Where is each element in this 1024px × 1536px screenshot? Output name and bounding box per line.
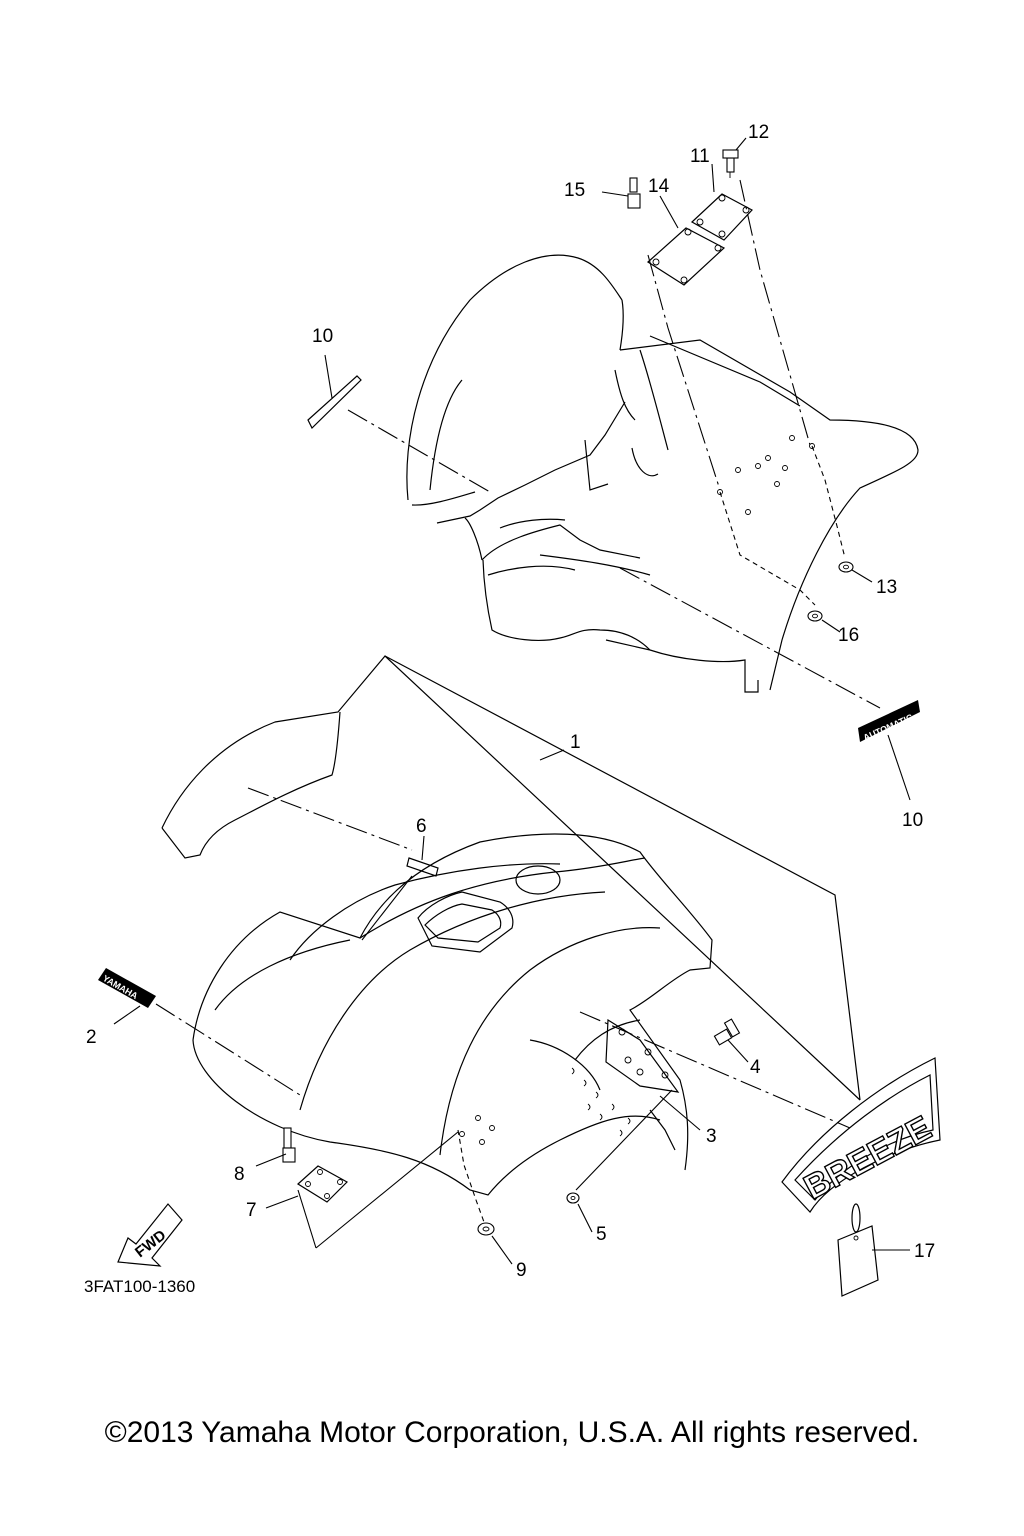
guide-lines-lower bbox=[155, 787, 851, 1249]
decal-6 bbox=[406, 835, 439, 877]
callout-1: 1 bbox=[570, 732, 581, 753]
rivet-8 bbox=[282, 1127, 296, 1163]
automatic-decal: AUTOMATIC bbox=[858, 700, 920, 801]
decal-10-left bbox=[307, 354, 362, 430]
rivet-12 bbox=[722, 149, 739, 178]
yamaha-decal: YAMAHA bbox=[98, 968, 156, 1008]
washer-16 bbox=[807, 610, 823, 622]
plate-3 bbox=[605, 1018, 680, 1093]
callout-17: 17 bbox=[914, 1241, 935, 1262]
callout-10-upper: 10 bbox=[312, 326, 333, 347]
tag-17 bbox=[837, 1203, 879, 1297]
plate-7 bbox=[297, 1165, 348, 1203]
callout-4: 4 bbox=[750, 1057, 761, 1078]
callout-6: 6 bbox=[416, 816, 427, 837]
leader-lines bbox=[113, 137, 910, 1265]
callout-8: 8 bbox=[234, 1164, 245, 1185]
callout-14: 14 bbox=[648, 176, 670, 197]
plate-11 bbox=[690, 193, 753, 241]
callout-9: 9 bbox=[516, 1260, 527, 1281]
fwd-arrow: FWD bbox=[117, 1203, 183, 1267]
washer-5 bbox=[566, 1192, 580, 1204]
fwd-arrow-label: FWD bbox=[132, 1227, 170, 1262]
callout-7: 7 bbox=[246, 1200, 257, 1221]
rivet-15 bbox=[627, 177, 641, 209]
breeze-decal-text: BREEZE bbox=[798, 1109, 938, 1207]
callout-2: 2 bbox=[86, 1027, 97, 1048]
callout-5: 5 bbox=[596, 1224, 607, 1245]
callout-15: 15 bbox=[564, 180, 585, 201]
callout-12: 12 bbox=[748, 122, 769, 143]
drawing-code: 3FAT100-1360 bbox=[84, 1277, 195, 1296]
washer-13 bbox=[838, 561, 854, 573]
callout-labels: 1 2 3 4 5 6 7 8 9 10 10 11 12 13 14 15 1… bbox=[84, 122, 935, 1296]
lower-fender-outline bbox=[161, 655, 861, 1196]
breeze-decal: BREEZE bbox=[781, 1057, 941, 1213]
plate-14 bbox=[647, 227, 726, 286]
callout-16: 16 bbox=[838, 625, 859, 646]
callout-3: 3 bbox=[706, 1126, 717, 1147]
callout-10-lower: 10 bbox=[902, 810, 923, 831]
callout-11: 11 bbox=[690, 146, 710, 167]
rear-fender-outline bbox=[406, 254, 919, 693]
washer-9 bbox=[477, 1222, 495, 1236]
guide-lines-upper bbox=[347, 179, 881, 709]
copyright-notice: ©2013 Yamaha Motor Corporation, U.S.A. A… bbox=[104, 1416, 920, 1449]
rivet-4 bbox=[713, 1018, 741, 1046]
callout-13: 13 bbox=[876, 577, 897, 598]
